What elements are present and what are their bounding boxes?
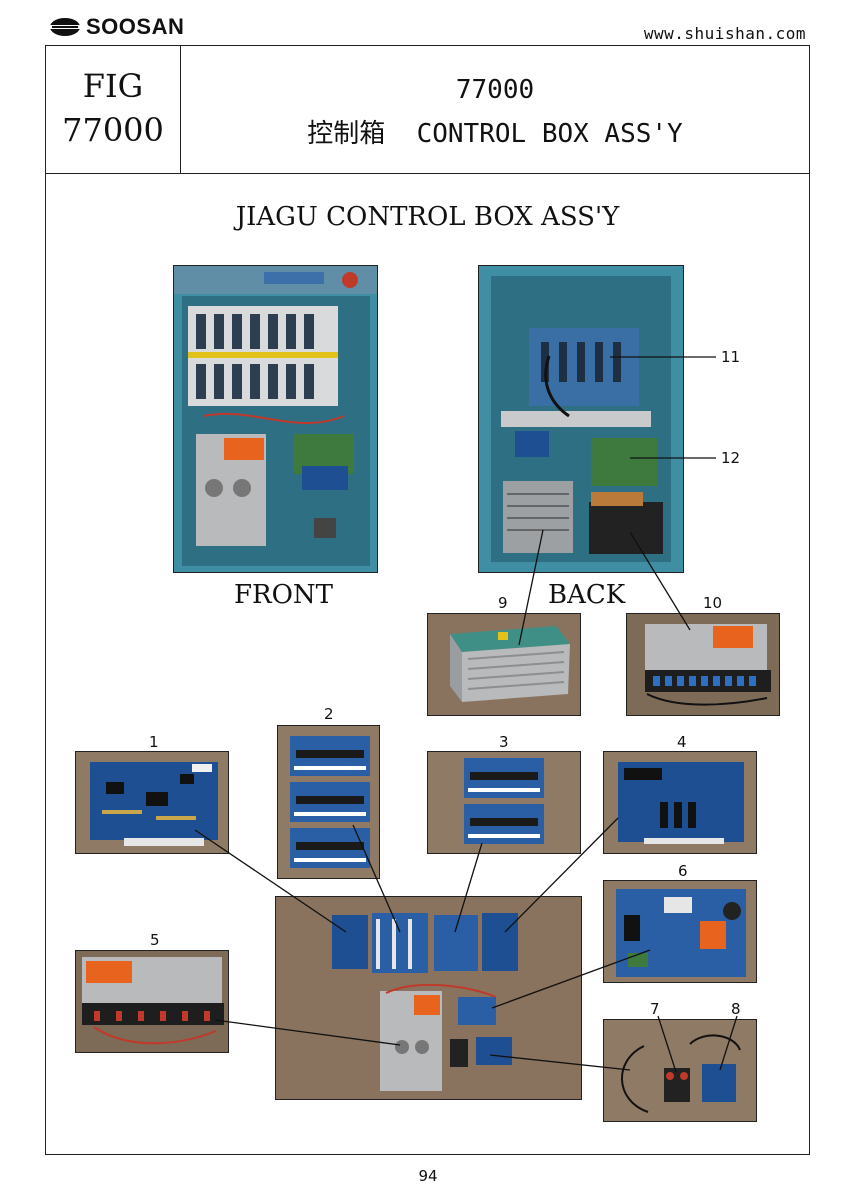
front-cabinet-photo <box>173 265 378 573</box>
callout-6: 6 <box>678 862 688 880</box>
fig-number: 77000 <box>62 111 164 149</box>
callout-10: 10 <box>703 594 723 612</box>
callout-1: 1 <box>149 733 159 751</box>
fig-prefix: FIG <box>82 67 144 105</box>
assembly-title: 77000 控制箱 CONTROL BOX ASS'Y <box>181 68 809 156</box>
header-divider <box>45 173 810 174</box>
section-title: JIAGU CONTROL BOX ASS'Y <box>235 202 620 232</box>
website-url[interactable]: www.shuishan.com <box>643 24 806 43</box>
callout-4: 4 <box>677 733 687 751</box>
back-cabinet-photo <box>478 265 684 573</box>
callout-7: 7 <box>650 1000 660 1018</box>
soosan-logo-icon <box>48 18 82 36</box>
part-2-photo <box>277 725 380 879</box>
page-frame <box>45 45 810 1155</box>
callout-11: 11 <box>721 348 741 366</box>
part-9-photo <box>427 613 581 716</box>
assembly-layout-photo <box>275 896 582 1100</box>
part-10-photo <box>626 613 780 716</box>
callout-2: 2 <box>324 705 334 723</box>
part-5-photo <box>75 950 229 1053</box>
back-label: BACK <box>548 580 626 610</box>
brand-name: SOOSAN <box>86 14 185 39</box>
callout-5: 5 <box>150 931 160 949</box>
header-column-divider <box>180 45 181 174</box>
callout-3: 3 <box>499 733 509 751</box>
callout-9: 9 <box>498 594 508 612</box>
brand-logo: SOOSAN <box>48 14 184 40</box>
front-label: FRONT <box>234 580 334 610</box>
assembly-name: 控制箱 CONTROL BOX ASS'Y <box>307 119 683 149</box>
callout-12: 12 <box>721 449 741 467</box>
page-number: 94 <box>418 1167 438 1185</box>
assembly-code: 77000 <box>455 75 535 105</box>
part-6-photo <box>603 880 757 983</box>
part-4-photo <box>603 751 757 854</box>
part-3-photo <box>427 751 581 854</box>
part-1-photo <box>75 751 229 854</box>
fig-label: FIG 77000 <box>46 64 180 152</box>
callout-8: 8 <box>731 1000 741 1018</box>
